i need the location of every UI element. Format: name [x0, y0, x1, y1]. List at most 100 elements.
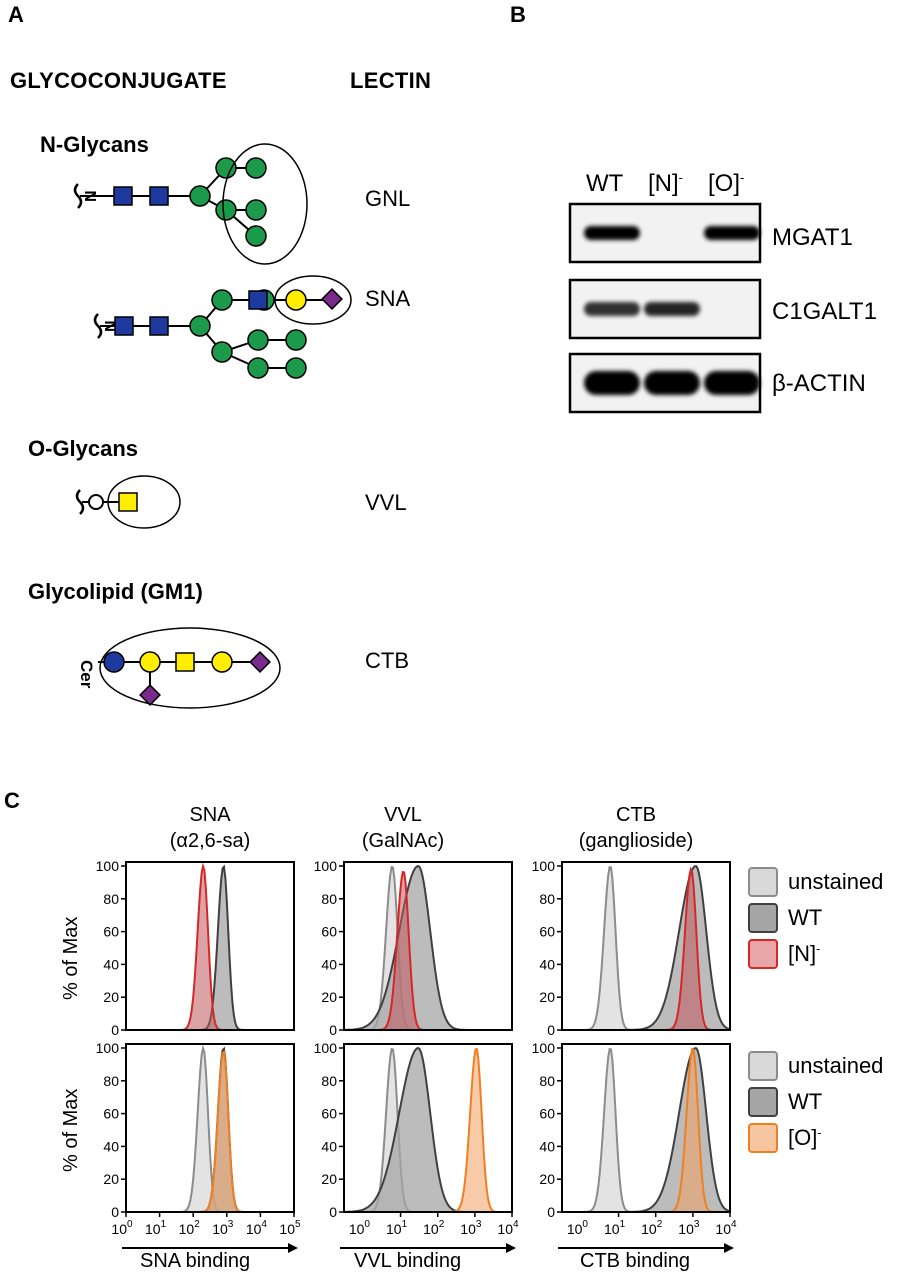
lectin-gnl: GNL [365, 186, 411, 211]
legend-item: [N]- [748, 936, 898, 972]
o-glycans-title: O-Glycans [28, 436, 139, 461]
blot-band [584, 302, 640, 316]
col-title-sna: SNA(α2,6-sa) [169, 804, 251, 852]
glcnac-icon [113, 186, 133, 206]
lectin-sna: SNA [365, 286, 411, 311]
y-tick-label: 60 [539, 1106, 555, 1122]
histogram-fill [126, 866, 294, 1030]
blot-band [704, 371, 760, 395]
glcnac-icon [149, 316, 169, 336]
serine-icon [88, 494, 104, 510]
histogram-frame [125, 861, 295, 1031]
glcnac-icon [149, 186, 169, 206]
y-tick-label: 0 [329, 1204, 337, 1220]
y-tick-label: 0 [111, 1022, 119, 1038]
glycolipid-gm1: Cer [77, 627, 281, 709]
y-tick-label: 80 [539, 891, 555, 907]
legend-swatch [748, 939, 778, 969]
mannose-icon [215, 199, 237, 221]
xlabel-sna: SNA binding [140, 1250, 251, 1272]
mannose-icon [285, 357, 307, 379]
blot-band [704, 226, 760, 240]
col-title-vvl: VVL(GalNAc) [361, 804, 445, 852]
glcnac-icon [114, 316, 134, 336]
glycoconjugate-header: GLYCOCONJUGATE [10, 68, 227, 93]
legend-bottom: unstained WT [O]- [748, 1048, 898, 1156]
y-tick-label: 20 [321, 1171, 337, 1187]
mannose-icon [245, 157, 267, 179]
histogram-fill [562, 1048, 730, 1212]
lectin-binding-ellipse [107, 475, 181, 529]
glcnac-icon [248, 290, 268, 310]
x-tick-label: 103 [678, 1219, 700, 1237]
blot-band [644, 371, 700, 395]
y-tick-label: 40 [103, 956, 119, 972]
y-tick-label: 40 [103, 1138, 119, 1154]
lectin-vvl: VVL [365, 490, 407, 515]
blot-band [644, 302, 700, 316]
flow-histograms: 0204060801000204060801000204060801000204… [96, 858, 737, 1253]
y-tick-label: 80 [103, 891, 119, 907]
mannose-icon [211, 289, 233, 311]
y-tick-label: 40 [539, 956, 555, 972]
lectin-ctb: CTB [365, 648, 409, 673]
sialic-acid-icon [249, 651, 271, 673]
blot-label-actin: β-ACTIN [772, 370, 866, 397]
y-tick-label: 60 [321, 924, 337, 940]
x-tick-label: 101 [604, 1219, 626, 1237]
sialic-acid-icon [139, 684, 161, 706]
x-tick-label: 102 [641, 1219, 663, 1237]
blot-col-o: [O]- [708, 170, 745, 197]
legend-item: [O]- [748, 1120, 898, 1156]
histogram-frame [343, 1043, 513, 1213]
mannose-icon [211, 341, 233, 363]
legend-swatch [748, 1087, 778, 1117]
x-tick-label: 101 [145, 1219, 167, 1237]
x-tick-label: 103 [460, 1219, 482, 1237]
y-tick-label: 0 [547, 1204, 555, 1220]
y-tick-label: 20 [103, 1171, 119, 1187]
legend-swatch [748, 903, 778, 933]
x-tick-label: 104 [715, 1219, 737, 1237]
blot-label-c1galt1: C1GALT1 [772, 298, 877, 325]
legend-item: WT [748, 900, 898, 936]
lectin-header: LECTIN [350, 68, 432, 93]
histogram-fill [562, 867, 730, 1030]
histogram-frame [125, 1043, 295, 1213]
y-tick-label: 80 [539, 1073, 555, 1089]
sialic-acid-icon [321, 288, 343, 310]
mannose-icon [285, 329, 307, 351]
panel-c-letter: C [4, 788, 20, 813]
n-glycan-gnl: N [73, 143, 308, 265]
legend-item: unstained [748, 864, 898, 900]
y-tick-label: 20 [321, 989, 337, 1005]
legend-swatch [748, 867, 778, 897]
y-tick-label: 60 [539, 924, 555, 940]
x-tick-label: 102 [423, 1219, 445, 1237]
y-tick-label: 60 [103, 1106, 119, 1122]
histogram-fill [562, 866, 730, 1030]
y-tick-label: 100 [96, 858, 120, 874]
galnac-icon [175, 652, 195, 672]
histogram-fill [562, 869, 730, 1030]
y-tick-label: 60 [321, 1106, 337, 1122]
xlabel-vvl: VVL binding [354, 1250, 462, 1272]
xlabel-ctb: CTB binding [580, 1250, 691, 1272]
x-tick-label: 101 [386, 1219, 408, 1237]
histogram-fill [562, 1049, 730, 1212]
galactose-icon [285, 289, 307, 311]
ceramide-label: Cer [77, 660, 96, 689]
blot-col-wt: WT [586, 170, 624, 197]
blot-label-mgat1: MGAT1 [772, 224, 853, 251]
x-tick-label: 105 [279, 1219, 301, 1237]
legend-swatch [748, 1123, 778, 1153]
histogram-fill [344, 1048, 512, 1212]
y-tick-label: 0 [111, 1204, 119, 1220]
y-tick-label: 20 [539, 1171, 555, 1187]
x-tick-label: 100 [567, 1219, 589, 1237]
